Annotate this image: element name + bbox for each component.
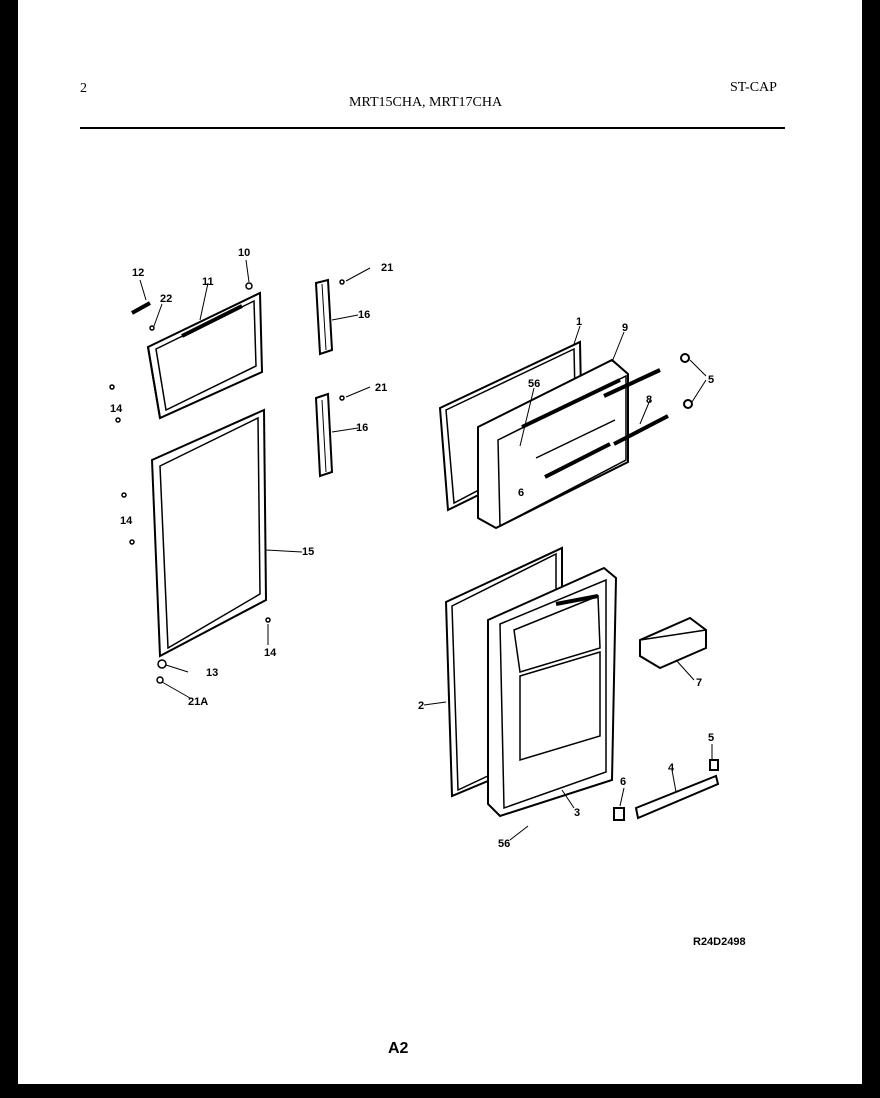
fresh-food-door	[150, 408, 268, 658]
callout-14-a: 14	[110, 403, 123, 415]
callout-6-a: 6	[518, 487, 524, 499]
callout-10: 10	[238, 247, 250, 259]
callout-12: 12	[132, 267, 144, 279]
page-code: A2	[388, 1040, 409, 1057]
callout-labels: 12 10 11 22 14 21 16 21 16 14 15 14 13 2…	[110, 247, 714, 850]
callout-5-a: 5	[708, 374, 714, 386]
callout-8: 8	[646, 394, 652, 406]
callout-16-b: 16	[356, 422, 368, 434]
freezer-door	[146, 291, 264, 420]
door-shelf	[639, 616, 707, 670]
freezer-liner-assembly	[438, 340, 693, 530]
callout-16-a: 16	[358, 309, 370, 321]
door-handle-upper	[314, 278, 334, 356]
callout-3: 3	[574, 807, 580, 819]
exploded-parts-diagram: 12 10 11 22 14 21 16 21 16 14 15 14 13 2…	[109, 247, 720, 850]
callout-22: 22	[160, 293, 172, 305]
parts-sheet: 2 MRT15CHA, MRT17CHA ST-CAP	[18, 0, 862, 1084]
callout-13: 13	[206, 667, 218, 679]
header-rule	[80, 127, 785, 129]
section-code: ST-CAP	[730, 80, 777, 95]
callout-11: 11	[202, 276, 214, 288]
callout-15: 15	[302, 546, 314, 558]
callout-2: 2	[418, 700, 424, 712]
callout-56-b: 56	[498, 838, 510, 850]
callout-9: 9	[622, 322, 628, 334]
callout-56-a: 56	[528, 378, 540, 390]
drawing-reference: R24D2498	[693, 936, 746, 948]
callout-7: 7	[696, 677, 702, 689]
callout-6-b: 6	[620, 776, 626, 788]
callout-leaders	[139, 259, 713, 841]
fresh-food-liner-assembly	[444, 546, 618, 818]
callout-5-b: 5	[708, 732, 714, 744]
callout-21-b: 21	[375, 382, 387, 394]
callout-14-b: 14	[120, 515, 133, 527]
callout-21a: 21A	[188, 696, 208, 708]
shelf-bar	[613, 759, 720, 821]
small-hardware	[109, 279, 345, 684]
model-numbers: MRT15CHA, MRT17CHA	[349, 95, 503, 110]
callout-1: 1	[576, 316, 582, 328]
callout-4: 4	[668, 762, 675, 774]
page-number: 2	[80, 81, 87, 96]
door-handle-lower	[314, 392, 334, 478]
callout-14-c: 14	[264, 647, 277, 659]
callout-21-a: 21	[381, 262, 393, 274]
